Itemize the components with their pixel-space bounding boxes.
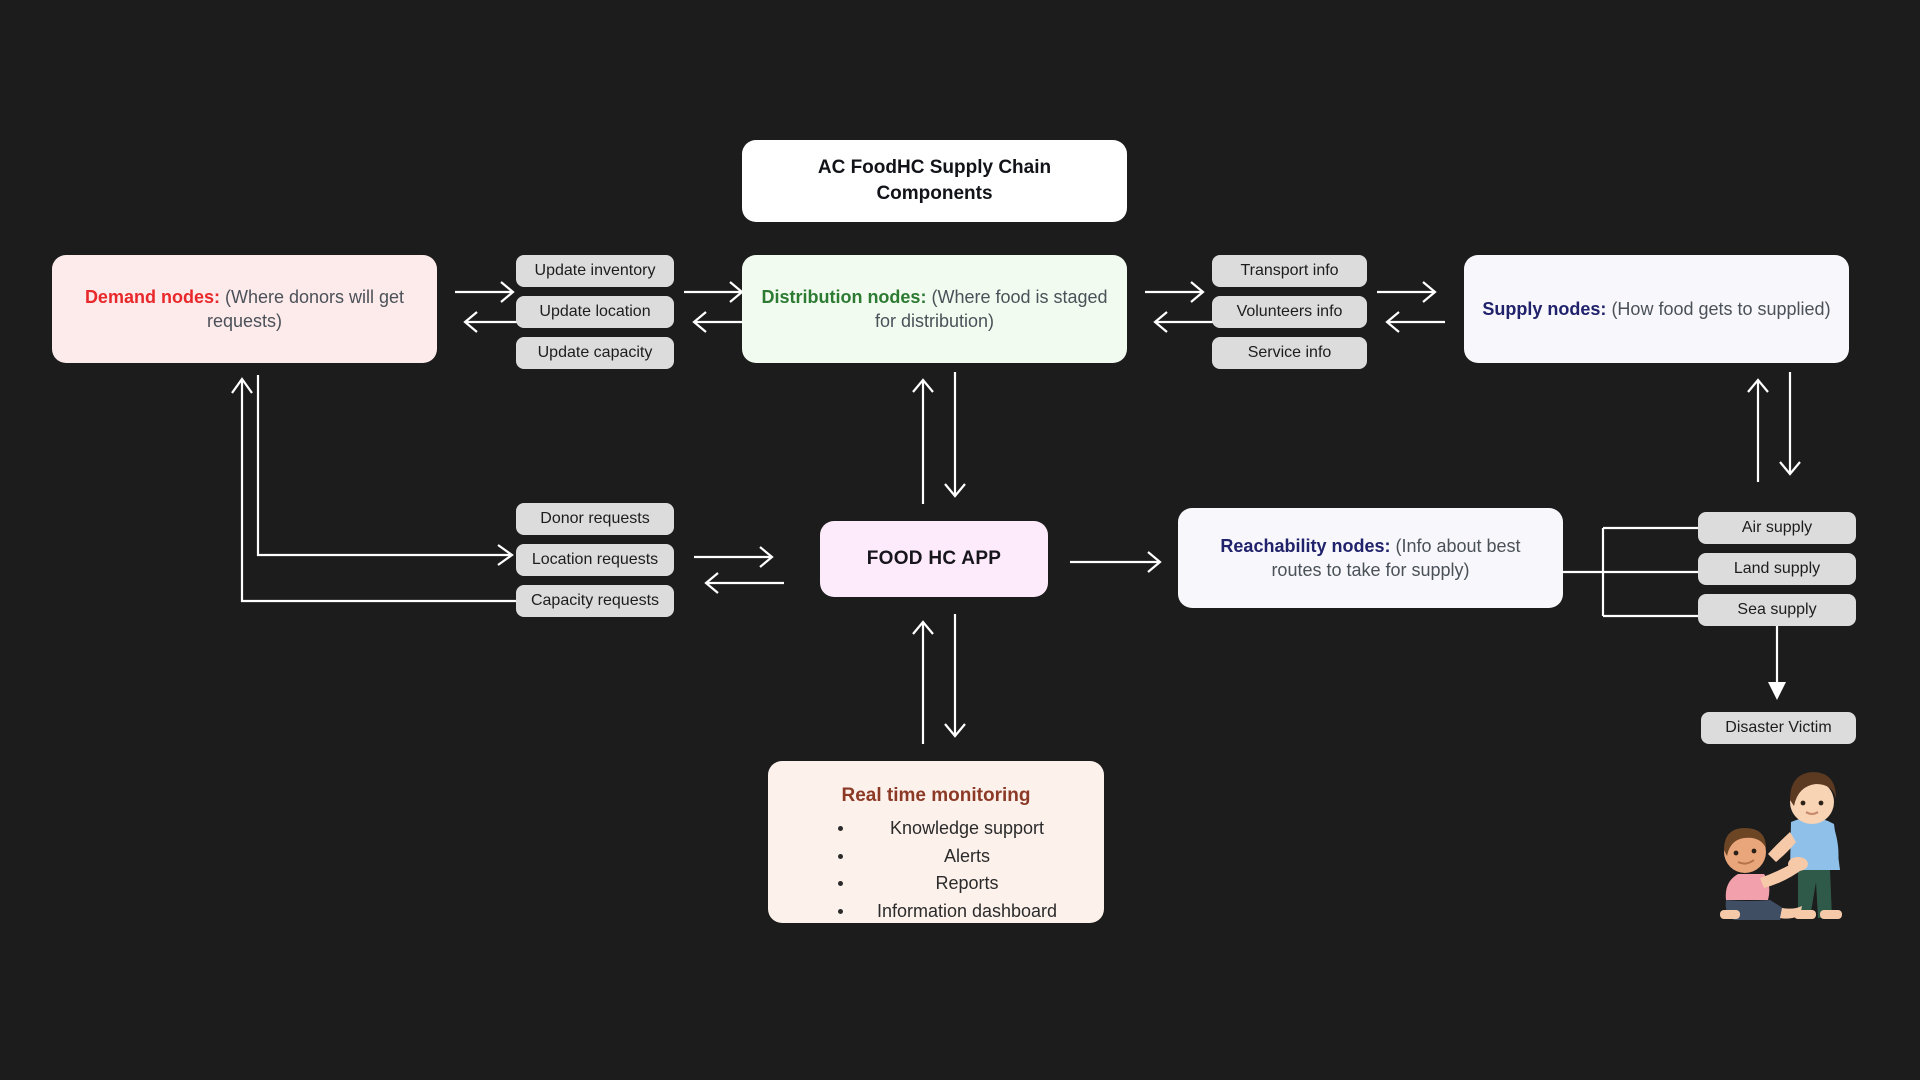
monitoring-title: Real time monitoring bbox=[841, 785, 1031, 806]
reachability-nodes-card[interactable]: Reachability nodes: (Info about best rou… bbox=[1178, 508, 1563, 608]
distribution-nodes-lead: Distribution nodes: bbox=[761, 286, 927, 307]
connector-capacity-requests-to-demand bbox=[231, 377, 585, 603]
connector-distribution-app bbox=[912, 372, 966, 504]
connector-distribution-info bbox=[1145, 281, 1213, 333]
chip-update-inventory[interactable]: Update inventory bbox=[516, 255, 674, 287]
connector-reachability-supply-modes bbox=[1563, 526, 1698, 618]
list-item: Alerts bbox=[838, 843, 1078, 871]
supply-nodes-lead: Supply nodes: bbox=[1482, 298, 1607, 319]
demand-nodes-lead: Demand nodes: bbox=[84, 286, 220, 307]
chip-donor-requests[interactable]: Donor requests bbox=[516, 503, 674, 535]
connector-app-monitoring bbox=[912, 614, 966, 744]
two-people-helping-illustration bbox=[1720, 772, 1842, 920]
chip-disaster-victim[interactable]: Disaster Victim bbox=[1701, 712, 1856, 744]
monitoring-list: Knowledge support Alerts Reports Informa… bbox=[838, 815, 1078, 927]
list-item: Reports bbox=[838, 870, 1078, 898]
diagram-title-card: AC FoodHC Supply Chain Components bbox=[742, 140, 1127, 222]
chip-air-supply[interactable]: Air supply bbox=[1698, 512, 1856, 544]
connector-info-supply bbox=[1377, 281, 1445, 333]
food-hc-app-card[interactable]: FOOD HC APP bbox=[820, 521, 1048, 597]
real-time-monitoring-card[interactable]: Real time monitoring Knowledge support A… bbox=[768, 761, 1104, 923]
demand-nodes-card[interactable]: Demand nodes: (Where donors will get req… bbox=[52, 255, 437, 363]
supply-nodes-card[interactable]: Supply nodes: (How food gets to supplied… bbox=[1464, 255, 1849, 363]
chip-land-supply[interactable]: Land supply bbox=[1698, 553, 1856, 585]
connector-supply-to-victim bbox=[1768, 626, 1786, 700]
food-hc-app-label: FOOD HC APP bbox=[866, 548, 1002, 570]
connector-demand-updates bbox=[455, 281, 523, 333]
connector-location-requests-to-demand bbox=[256, 375, 514, 566]
chip-capacity-requests[interactable]: Capacity requests bbox=[516, 585, 674, 617]
demand-nodes-desc: (Where donors will get requests) bbox=[206, 286, 405, 331]
distribution-nodes-desc: (Where food is staged for distribution) bbox=[874, 286, 1108, 331]
chip-sea-supply[interactable]: Sea supply bbox=[1698, 594, 1856, 626]
chip-transport-info[interactable]: Transport info bbox=[1212, 255, 1367, 287]
chip-update-location[interactable]: Update location bbox=[516, 296, 674, 328]
reachability-nodes-desc: (Info about best routes to take for supp… bbox=[1271, 535, 1521, 580]
reachability-nodes-lead: Reachability nodes: bbox=[1220, 535, 1391, 556]
chip-update-capacity[interactable]: Update capacity bbox=[516, 337, 674, 369]
list-item: Knowledge support bbox=[838, 815, 1078, 843]
connector-supply-down bbox=[1747, 372, 1801, 482]
connector-requests-app bbox=[694, 546, 784, 594]
chip-location-requests[interactable]: Location requests bbox=[516, 544, 674, 576]
page-title: AC FoodHC Supply Chain Components bbox=[817, 157, 1052, 204]
chip-service-info[interactable]: Service info bbox=[1212, 337, 1367, 369]
connector-app-reachability bbox=[1070, 551, 1162, 573]
chip-volunteers-info[interactable]: Volunteers info bbox=[1212, 296, 1367, 328]
distribution-nodes-card[interactable]: Distribution nodes: (Where food is stage… bbox=[742, 255, 1127, 363]
list-item: Information dashboard bbox=[838, 898, 1078, 926]
supply-nodes-desc: (How food gets to supplied) bbox=[1606, 298, 1831, 319]
